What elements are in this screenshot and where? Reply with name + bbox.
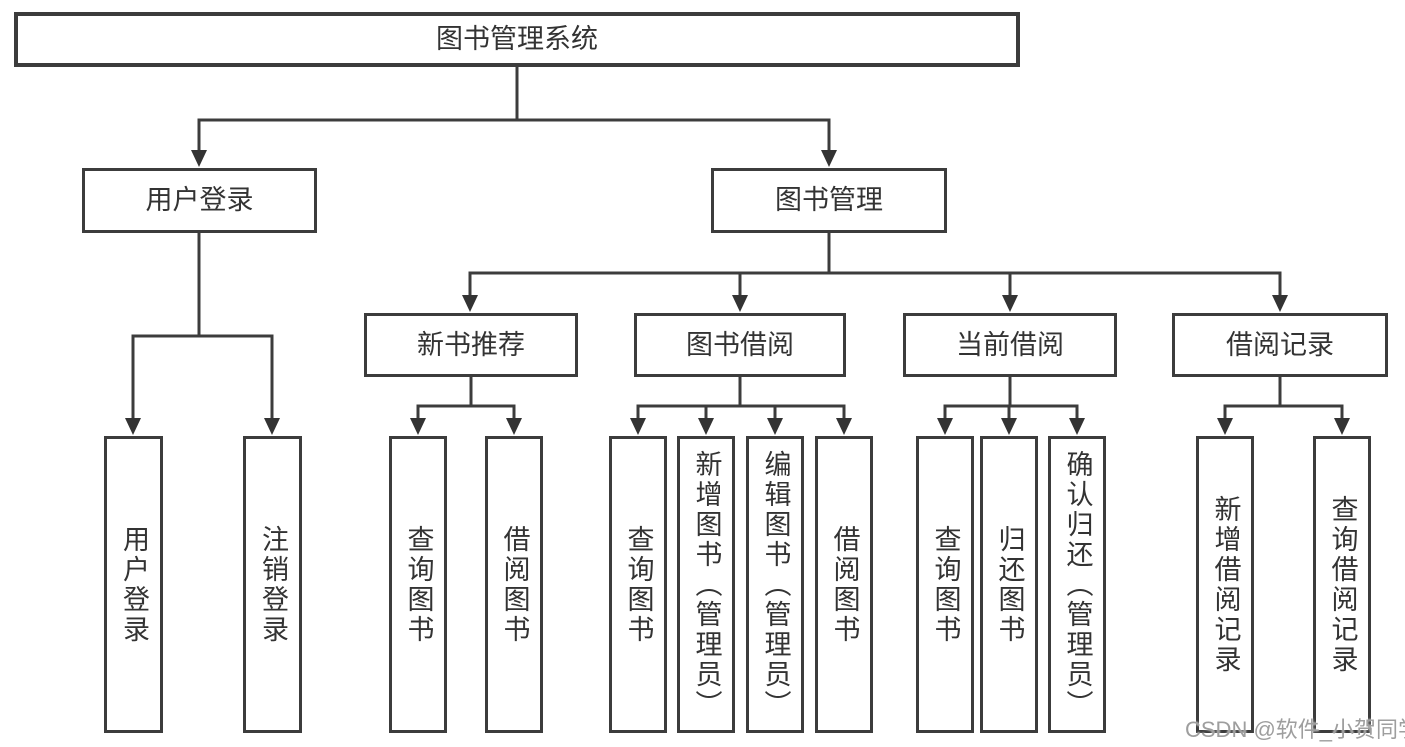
- node-label: 图书借阅: [686, 329, 794, 360]
- node-label: 用户登录: [145, 185, 254, 215]
- leaf-label: 编辑图书（管理员）: [760, 449, 791, 720]
- leaf-label: 查询图书: [403, 524, 434, 645]
- node-label: 借阅记录: [1226, 329, 1334, 360]
- leaf-confirm-return-admin: 确认归还（管理员）: [1048, 436, 1106, 733]
- leaf-query-books-borrow: 查询图书: [609, 436, 667, 733]
- node-label: 图书管理: [775, 185, 883, 215]
- leaf-query-books-current: 查询图书: [916, 436, 974, 733]
- leaf-label: 新增借阅记录: [1210, 494, 1241, 675]
- leaf-label: 归还图书: [994, 524, 1025, 645]
- leaf-label: 查询图书: [930, 524, 961, 645]
- leaf-label: 注销登录: [258, 524, 288, 645]
- node-user-login-group: 用户登录: [82, 168, 317, 233]
- leaf-add-books-admin: 新增图书（管理员）: [677, 436, 735, 733]
- csdn-watermark: CSDN @软件_小贺同学: [1185, 717, 1405, 742]
- node-label: 当前借阅: [956, 329, 1064, 360]
- leaf-borrow-books-recommend: 借阅图书: [485, 436, 543, 733]
- leaf-query-books-recommend: 查询图书: [389, 436, 447, 733]
- leaf-add-borrow-record: 新增借阅记录: [1196, 436, 1254, 733]
- leaf-query-borrow-record: 查询借阅记录: [1313, 436, 1371, 733]
- connector-path: [131, 67, 1344, 419]
- node-label: 新书推荐: [417, 329, 525, 360]
- leaf-user-login: 用户登录: [104, 436, 163, 733]
- leaf-label: 借阅图书: [829, 524, 860, 645]
- node-borrowing-records: 借阅记录: [1172, 313, 1388, 377]
- leaf-logout: 注销登录: [243, 436, 302, 733]
- leaf-label: 用户登录: [119, 524, 149, 645]
- node-root-label: 图书管理系统: [436, 24, 598, 54]
- node-root-library-system: 图书管理系统: [14, 12, 1020, 67]
- leaf-return-books: 归还图书: [980, 436, 1038, 733]
- leaf-label: 新增图书（管理员）: [691, 449, 722, 720]
- node-book-management: 图书管理: [711, 168, 947, 233]
- leaf-borrow-books: 借阅图书: [815, 436, 873, 733]
- node-new-book-recommendation: 新书推荐: [364, 313, 578, 377]
- leaf-edit-books-admin: 编辑图书（管理员）: [746, 436, 804, 733]
- leaf-label: 查询图书: [623, 524, 654, 645]
- leaf-label: 查询借阅记录: [1327, 494, 1358, 675]
- leaf-label: 借阅图书: [499, 524, 530, 645]
- node-book-borrowing: 图书借阅: [634, 313, 846, 377]
- node-current-borrowing: 当前借阅: [903, 313, 1117, 377]
- leaf-label: 确认归还（管理员）: [1062, 449, 1093, 720]
